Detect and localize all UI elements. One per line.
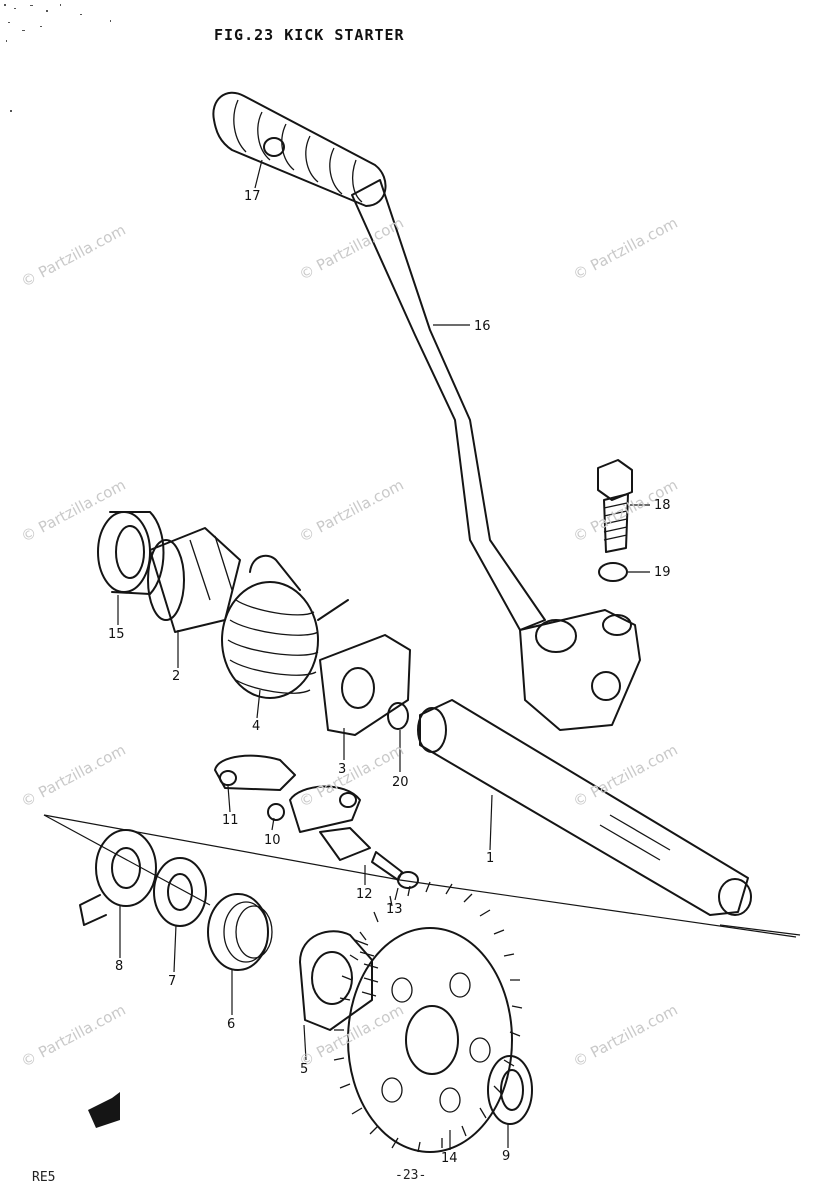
kick-drive-gear [299, 930, 379, 1031]
callout-8: 8 [115, 959, 124, 974]
callout-4: 4 [252, 719, 261, 734]
front-arrow-icon [88, 1092, 120, 1128]
callout-16: 16 [474, 319, 491, 334]
callout-19: 19 [654, 565, 671, 580]
callout-2: 2 [172, 669, 181, 684]
callout-5: 5 [300, 1062, 309, 1077]
kick-spring-guide [147, 527, 241, 633]
kick-idle-gear [333, 881, 523, 1153]
callout-14: 14 [441, 1151, 458, 1166]
stopper-guide-plate [214, 754, 371, 861]
callout-15: 15 [108, 627, 125, 642]
callout-11: 11 [222, 813, 239, 828]
assembly-axis-lines [43, 814, 801, 938]
scan-noise [4, 4, 111, 112]
callout-9: 9 [502, 1149, 511, 1164]
lever-bolt-washer [598, 562, 628, 582]
callout-7: 7 [168, 974, 177, 989]
callout-10: 10 [264, 833, 281, 848]
callout-leaders [117, 159, 650, 1150]
idle-gear-washer [487, 1055, 533, 1125]
callout-18: 18 [654, 498, 671, 513]
plate-screw [371, 851, 419, 889]
callout-20: 20 [392, 775, 409, 790]
callout-13: 13 [386, 902, 403, 917]
thrust-washer [153, 857, 207, 927]
kick-pin [387, 702, 409, 730]
drive-spring [207, 893, 273, 971]
tab-washer [79, 829, 157, 926]
callout-1: 1 [486, 851, 495, 866]
spring-stopper-plate [319, 634, 411, 736]
callout-6: 6 [227, 1017, 236, 1032]
kick-starter-shaft [417, 699, 752, 916]
lever-bolt [597, 459, 633, 553]
kick-grip-rubber [212, 91, 387, 207]
kick-return-spring [221, 554, 349, 699]
callout-12: 12 [356, 887, 373, 902]
callout-3: 3 [338, 762, 347, 777]
figure-title: FIG.23 KICK STARTER [214, 26, 405, 44]
kick-lever-arm [351, 179, 641, 731]
model-code: RE5 [32, 1170, 56, 1185]
callout-17: 17 [244, 189, 261, 204]
page-number: -23- [395, 1168, 427, 1183]
